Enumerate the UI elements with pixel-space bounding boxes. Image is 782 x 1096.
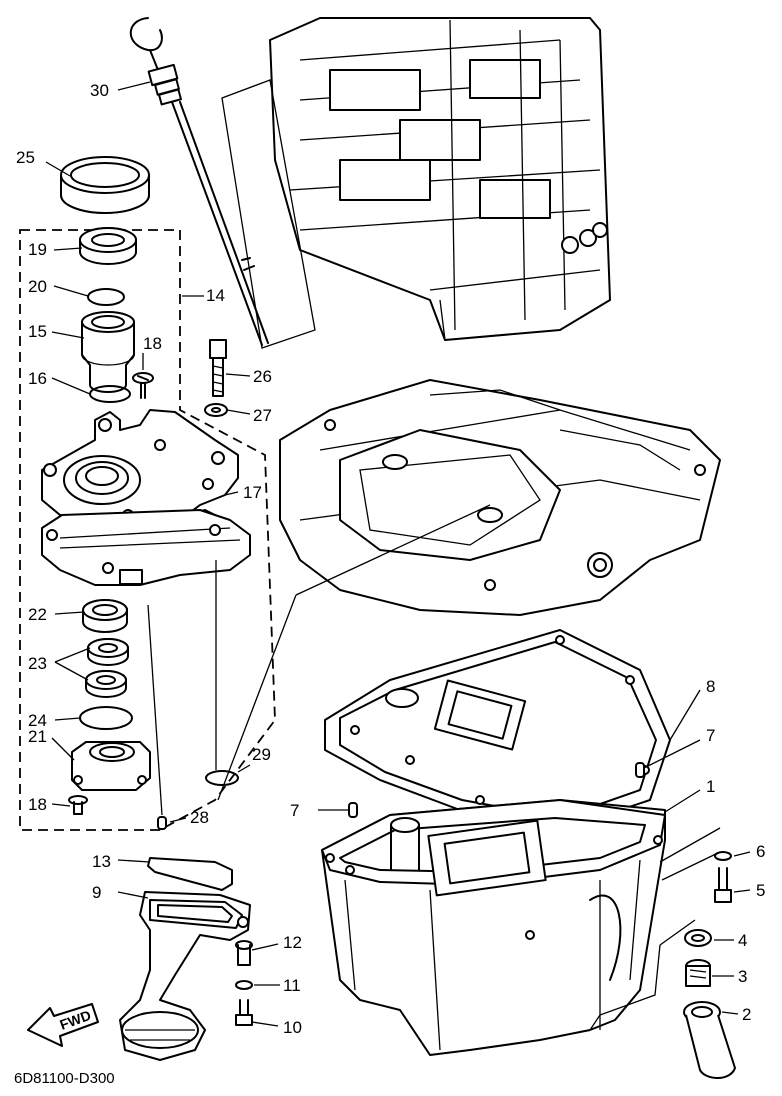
pump-body-21 xyxy=(71,741,151,791)
alignment-line-pump xyxy=(147,604,163,816)
callout-13: 13 xyxy=(92,852,111,871)
bolt-26 xyxy=(209,339,227,397)
dowel-pin-7-left xyxy=(348,802,358,818)
washer-27 xyxy=(204,403,228,417)
callout-15: 15 xyxy=(28,322,47,341)
callout-22: 22 xyxy=(28,605,47,624)
oil-strainer-9 xyxy=(119,891,251,1061)
callout-7-right: 7 xyxy=(706,726,716,745)
drain-plug-3 xyxy=(685,959,711,987)
dipstick xyxy=(129,17,269,346)
washer-11 xyxy=(235,980,253,990)
bolt-10 xyxy=(235,999,253,1026)
oil-pump-cover xyxy=(41,409,239,526)
engine-block xyxy=(269,17,611,341)
dipstick-guide-outline xyxy=(221,79,316,349)
callout-14: 14 xyxy=(206,286,225,305)
callout-7-left: 7 xyxy=(290,801,300,820)
oil-seal-25 xyxy=(60,156,150,214)
pump-rotors-23 xyxy=(85,638,129,698)
leader-drain xyxy=(589,919,696,1031)
callout-29: 29 xyxy=(252,745,271,764)
oil-pump-housing xyxy=(41,509,251,586)
o-ring-24 xyxy=(79,706,133,730)
callout-27: 27 xyxy=(253,406,272,425)
callout-leaders xyxy=(45,81,751,1027)
callout-6: 6 xyxy=(756,842,766,861)
callout-1: 1 xyxy=(706,777,716,796)
callout-20: 20 xyxy=(28,277,47,296)
callout-30: 30 xyxy=(90,81,109,100)
callout-25: 25 xyxy=(16,148,35,167)
bushing-15 xyxy=(81,311,135,393)
callout-5: 5 xyxy=(756,881,766,900)
gasket-8 xyxy=(324,629,671,831)
callout-9: 9 xyxy=(92,883,102,902)
gasket-13 xyxy=(147,857,233,891)
dowel-pin-7-right xyxy=(635,762,645,778)
callout-4: 4 xyxy=(738,931,748,950)
collar-12 xyxy=(235,940,253,966)
dowel-pin-28 xyxy=(157,816,167,830)
callout-18-top: 18 xyxy=(143,334,162,353)
callout-19: 19 xyxy=(28,240,47,259)
callout-10: 10 xyxy=(283,1018,302,1037)
leader-bolt-to-pan xyxy=(659,827,721,881)
callout-18-bottom: 18 xyxy=(28,795,47,814)
callout-26: 26 xyxy=(253,367,272,386)
callout-8: 8 xyxy=(706,677,716,696)
callout-28: 28 xyxy=(190,808,209,827)
callout-17: 17 xyxy=(243,483,262,502)
drain-hose-2 xyxy=(683,1001,736,1079)
callout-16: 16 xyxy=(28,369,47,388)
callout-12: 12 xyxy=(283,933,302,952)
screw-18-bottom xyxy=(68,795,88,815)
exhaust-guide xyxy=(279,379,721,616)
alignment-line-guide xyxy=(217,504,491,801)
oil-seal-22 xyxy=(82,599,128,633)
bolt-5 xyxy=(714,867,732,903)
gasket-4 xyxy=(684,929,712,947)
washer-6 xyxy=(714,851,732,861)
callout-24: 24 xyxy=(28,711,47,730)
callout-2: 2 xyxy=(742,1005,752,1024)
o-ring-20 xyxy=(87,288,125,306)
oil-seal-19 xyxy=(79,227,137,265)
oil-pan-1 xyxy=(321,799,666,1056)
forward-direction-arrow: FWD xyxy=(27,1003,99,1047)
callout-21: 21 xyxy=(28,727,47,746)
o-ring-29 xyxy=(205,770,239,786)
callout-23: 23 xyxy=(28,654,47,673)
callout-11: 11 xyxy=(283,976,301,995)
callout-3: 3 xyxy=(738,967,748,986)
diagram-code: 6D81100-D300 xyxy=(14,1070,115,1087)
screw-18-top xyxy=(132,372,154,399)
